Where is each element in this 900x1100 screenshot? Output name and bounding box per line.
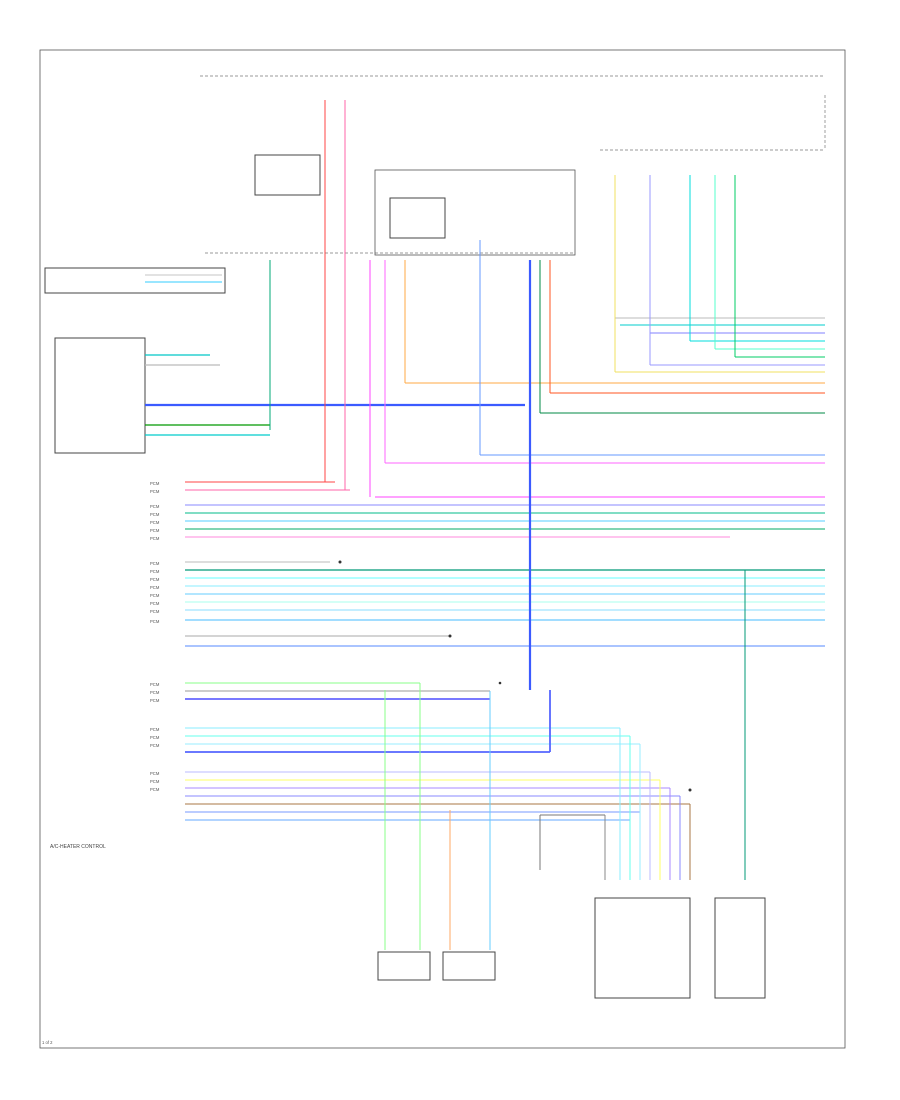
fuse-block-inner: [374, 169, 576, 256]
left-labels-top: PCM PCM PCM PCM PCM PCM PCM PCM PCM PCM …: [150, 481, 160, 624]
sensor-module-bottom: [714, 897, 766, 999]
svg-text:PCM: PCM: [150, 520, 160, 525]
svg-text:PCM: PCM: [150, 489, 160, 494]
svg-text:PCM: PCM: [150, 609, 160, 614]
svg-text:PCM: PCM: [150, 512, 160, 517]
svg-text:PCM: PCM: [150, 779, 160, 784]
control-module-bottom: [594, 897, 691, 999]
relay-box-1: [254, 154, 321, 196]
actuator-left: [377, 951, 431, 981]
svg-text:PCM: PCM: [150, 577, 160, 582]
svg-text:PCM: PCM: [150, 536, 160, 541]
horizontal-wires: [145, 274, 825, 821]
svg-text:PCM: PCM: [150, 481, 160, 486]
svg-text:PCM: PCM: [150, 619, 160, 624]
vertical-wires: [269, 100, 746, 950]
svg-text:PCM: PCM: [150, 682, 160, 687]
actuator-right: [442, 951, 496, 981]
svg-text:PCM: PCM: [150, 690, 160, 695]
svg-text:PCM: PCM: [150, 561, 160, 566]
svg-text:PCM: PCM: [150, 601, 160, 606]
svg-text:PCM: PCM: [150, 528, 160, 533]
svg-text:PCM: PCM: [150, 727, 160, 732]
svg-text:PCM: PCM: [150, 585, 160, 590]
svg-text:PCM: PCM: [150, 569, 160, 574]
svg-text:PCM: PCM: [150, 787, 160, 792]
svg-text:PCM: PCM: [150, 771, 160, 776]
junction-dots: [338, 560, 692, 792]
corner-tag: 1 of 2: [42, 1040, 53, 1045]
footer-left-label: A/C-HEATER CONTROL: [50, 844, 106, 850]
diagram-frame: [39, 49, 846, 1049]
svg-text:PCM: PCM: [150, 698, 160, 703]
svg-text:PCM: PCM: [150, 735, 160, 740]
svg-text:PCM: PCM: [150, 743, 160, 748]
svg-text:PCM: PCM: [150, 593, 160, 598]
relay-box-2: [389, 197, 446, 239]
left-module-mid: [54, 337, 146, 454]
svg-text:PCM: PCM: [150, 504, 160, 509]
left-labels-mid: PCM PCM PCM PCM PCM PCM PCM PCM PCM: [150, 682, 160, 792]
left-module-top: [44, 267, 226, 294]
